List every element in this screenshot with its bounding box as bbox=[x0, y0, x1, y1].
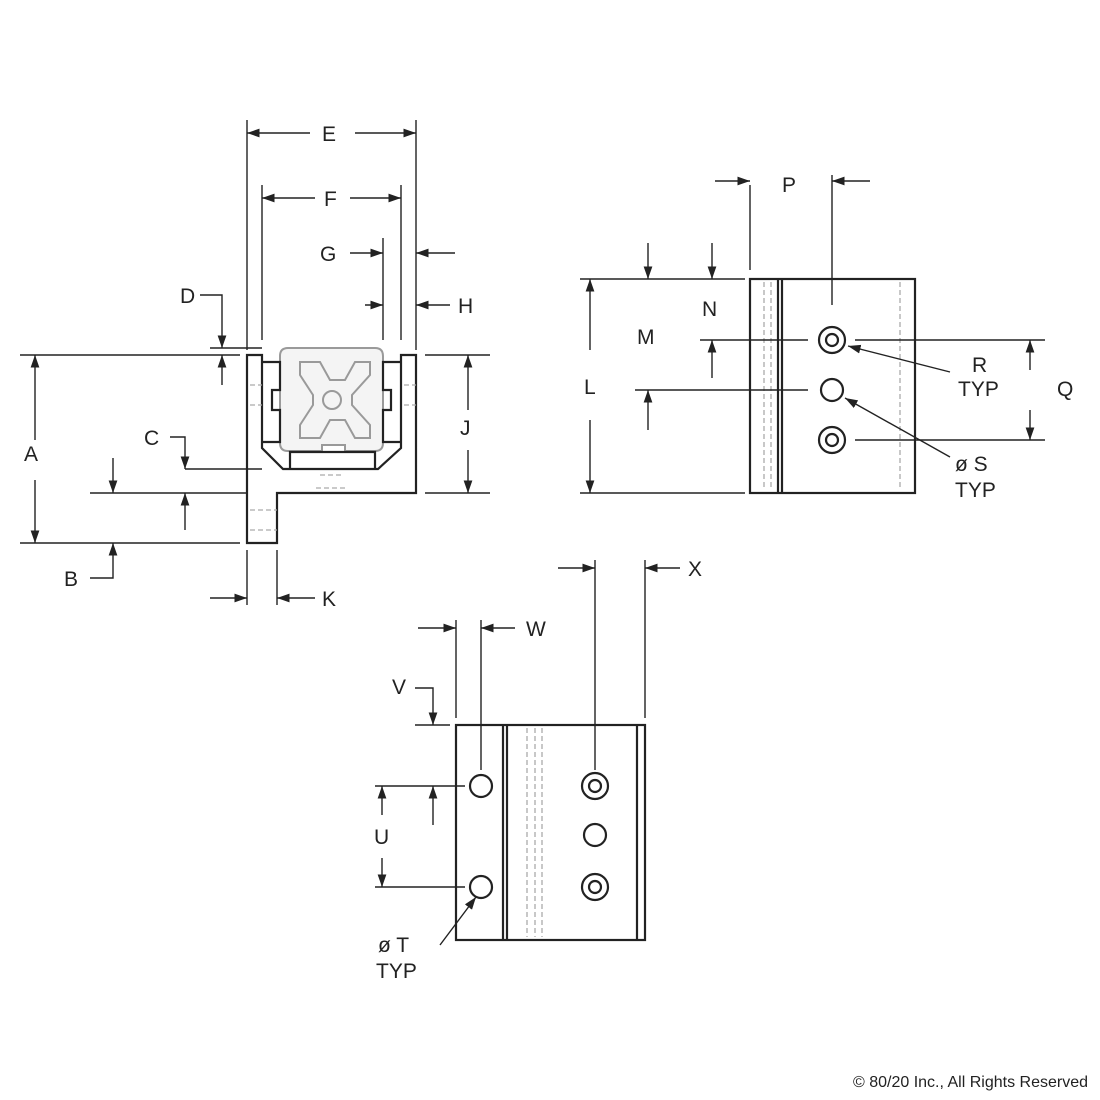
label-n: N bbox=[702, 298, 717, 321]
label-t: ø T bbox=[378, 934, 409, 957]
counterbored-hole bbox=[817, 325, 847, 355]
counterbored-hole bbox=[580, 872, 610, 902]
label-q: Q bbox=[1057, 378, 1073, 401]
label-p: P bbox=[782, 174, 796, 197]
counterbored-hole bbox=[580, 771, 610, 801]
bracket-outline bbox=[245, 353, 418, 545]
label-s: ø S bbox=[955, 453, 988, 476]
bottom-view-dimensions: W X V U ø T TYP bbox=[374, 558, 702, 983]
counterbored-hole bbox=[817, 425, 847, 455]
label-l: L bbox=[584, 376, 596, 399]
side-view bbox=[748, 277, 917, 495]
hole bbox=[819, 377, 845, 403]
label-k: K bbox=[322, 588, 336, 611]
label-d: D bbox=[180, 285, 195, 308]
label-b: B bbox=[64, 568, 78, 591]
label-j: J bbox=[460, 417, 471, 440]
label-r: R bbox=[972, 354, 987, 377]
label-g: G bbox=[320, 243, 336, 266]
end-view bbox=[245, 347, 418, 545]
hole bbox=[582, 822, 608, 848]
copyright-notice: © 80/20 Inc., All Rights Reserved bbox=[852, 1074, 1088, 1091]
label-w: W bbox=[526, 618, 546, 641]
hole bbox=[468, 773, 494, 799]
label-m: M bbox=[637, 326, 655, 349]
label-x: X bbox=[688, 558, 702, 581]
label-r-typ: TYP bbox=[958, 378, 999, 401]
side-view-dimensions: P N M L R TYP Q ø S TYP bbox=[580, 174, 1073, 502]
label-h: H bbox=[458, 295, 473, 318]
bottom-view bbox=[454, 723, 647, 942]
label-a: A bbox=[24, 443, 38, 466]
end-view-dimensions: E F G H D A J C B K bbox=[20, 120, 490, 611]
label-e: E bbox=[322, 123, 336, 146]
label-s-typ: TYP bbox=[955, 479, 996, 502]
label-v: V bbox=[392, 676, 406, 699]
label-c: C bbox=[144, 427, 159, 450]
hole bbox=[468, 874, 494, 900]
label-f: F bbox=[324, 188, 337, 211]
label-u: U bbox=[374, 826, 389, 849]
label-t-typ: TYP bbox=[376, 960, 417, 983]
